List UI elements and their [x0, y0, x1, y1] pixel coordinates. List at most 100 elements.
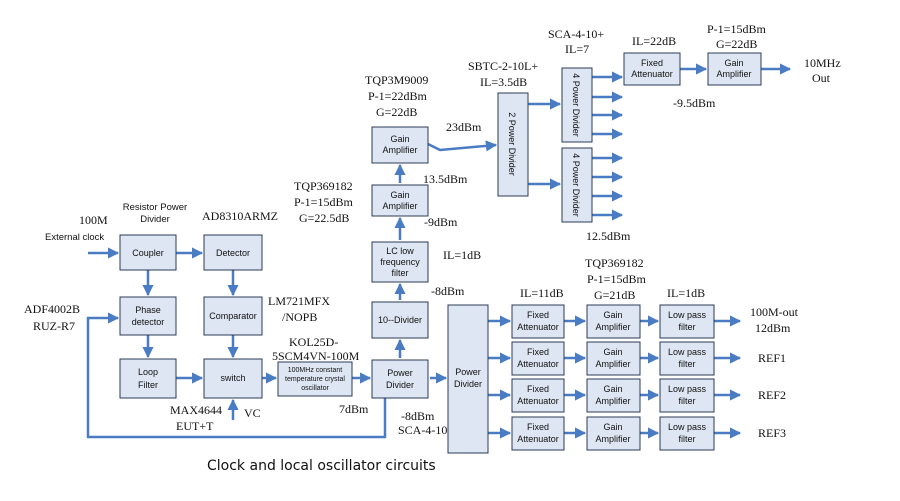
annotations: 100M External clock Resistor Power Divid… [24, 22, 841, 440]
fixed-att-2-label-1: Fixed [527, 347, 549, 357]
vc-label: VC [244, 406, 261, 420]
loop-filter-label-1: Loop [138, 367, 158, 377]
lpf-3-label-1: Low pass [668, 384, 707, 394]
tqp3m9009-label-2: P-1=22dBm [368, 89, 427, 103]
m8dbm-low-label: -8dBm [401, 409, 435, 423]
loop-filter-block: Loop Filter [119, 358, 177, 399]
channel-row-1: Fixed Attenuator Gain Amplifier Low pass… [511, 304, 715, 339]
phase-detector-label-2: detector [132, 317, 165, 327]
fixed-att-2-label-2: Attenuator [517, 359, 559, 369]
p1-15-label: P-1=15dBm [707, 22, 766, 36]
il1db-label: IL=1dB [443, 248, 481, 262]
phase-detector-label-1: Phase [135, 305, 161, 315]
divider-10-block: 10--Divider [371, 301, 429, 339]
lpf-1-label-1: Low pass [668, 310, 707, 320]
gain-amp-3-label-1: Gain [603, 384, 622, 394]
resistor-pd-label-1: Resistor Power [123, 202, 187, 213]
lc-filter-label-1: LC low [386, 246, 414, 256]
power-divider-right-block: Power Divider [447, 304, 489, 454]
four-pd-bottom-label: 4 Power Divider [571, 153, 581, 217]
lpf-4-label-2: filter [678, 434, 695, 444]
fixed-att-top-label-1: Fixed [641, 58, 663, 68]
comparator-label: Comparator [209, 311, 257, 321]
two-power-divider-block: 2 Power Divider [497, 92, 529, 197]
signal-wires [86, 63, 792, 439]
lpf-2-label-2: filter [678, 359, 695, 369]
fixed-att-top-label-2: Attenuator [631, 69, 673, 79]
fixed-att-top-block: Fixed Attenuator [623, 52, 681, 86]
gain-amp-lower-label-1: Gain [390, 190, 409, 200]
gain-amp-top-block: Gain Amplifier [707, 52, 762, 86]
gain-amp-4-label-2: Amplifier [595, 434, 630, 444]
g22-label: G=22dB [716, 37, 757, 51]
detector-block: Detector [203, 234, 263, 271]
tqp369182-a-label-3: G=22.5dB [299, 211, 349, 225]
divider-10-label: 10--Divider [378, 315, 422, 325]
il22db-label: IL=22dB [632, 34, 676, 48]
lpf-2-label-1: Low pass [668, 347, 707, 357]
tqp369182-a-label-2: P-1=15dBm [294, 195, 353, 209]
tqp3m9009-label-1: TQP3M9009 [365, 73, 428, 87]
gain-amp-4-label-1: Gain [603, 422, 622, 432]
gain-amp-3-label-2: Amplifier [595, 396, 630, 406]
ad8310-label: AD8310ARMZ [202, 209, 278, 223]
out100m-label-2: 12dBm [755, 321, 791, 335]
gain-amp-2-label-2: Amplifier [595, 359, 630, 369]
ocxo-label-3: oscillator [301, 385, 329, 392]
gain-amp-upper-block: Gain Amplifier [371, 126, 429, 164]
7dbm-label: 7dBm [339, 402, 369, 416]
gain-amp-upper-label-2: Amplifier [382, 145, 417, 155]
ext-clock-freq-label: 100M [79, 213, 108, 227]
kol25d-label-1: KOL25D- [289, 335, 338, 349]
kol25d-label-2: 5SCM4VN-100M [272, 349, 360, 363]
adf4002-label-2: RUZ-R7 [33, 319, 75, 333]
diagram-caption: Clock and local oscillator circuits [207, 458, 436, 474]
m8dbm-div-label: -8dBm [431, 284, 465, 298]
lm721-label-1: LM721MFX [268, 294, 330, 308]
coupler-label: Coupler [132, 248, 164, 258]
switch-block: switch [203, 358, 263, 399]
sca410-top-label-1: SCA-4-10+ [548, 27, 604, 41]
four-pd-top-label: 4 Power Divider [571, 73, 581, 137]
sbtc-label-1: SBTC-2-10L+ [468, 59, 538, 73]
fixed-att-4-label-2: Attenuator [517, 434, 559, 444]
phase-detector-block: Phase detector [119, 296, 177, 336]
tqp369182-a-label-1: TQP369182 [294, 179, 353, 193]
sbtc-label-2: IL=3.5dB [480, 75, 527, 89]
two-power-divider-label: 2 Power Divider [507, 112, 517, 176]
ref1-label: REF1 [758, 351, 786, 365]
power-divider-main-label-2: Divider [386, 380, 414, 390]
channel-row-2: Fixed Attenuator Gain Amplifier Low pass… [511, 341, 715, 376]
power-divider-right-label-2: Divider [454, 379, 482, 389]
ocxo-label-1: 100MHz constant [288, 367, 343, 374]
switch-label: switch [220, 373, 245, 383]
lpf-4-label-1: Low pass [668, 422, 707, 432]
gain-amp-top-label-1: Gain [724, 58, 743, 68]
out10m-label-2: Out [812, 71, 831, 85]
lc-filter-block: LC low frequency filter [371, 241, 429, 283]
tqp3m9009-label-3: G=22dB [376, 105, 417, 119]
ocxo-label-2: temperature crystal [285, 376, 345, 383]
lpf-3-label-2: filter [678, 396, 695, 406]
detector-label: Detector [216, 248, 250, 258]
gain-amp-2-label-1: Gain [603, 347, 622, 357]
fixed-att-4-label-1: Fixed [527, 422, 549, 432]
power-divider-main-label-1: Power [387, 368, 413, 378]
out10m-label-1: 10MHz [804, 56, 841, 70]
ref3-label: REF3 [758, 426, 786, 440]
tqp369182-b-label-2: P-1=15dBm [587, 272, 646, 286]
power-divider-main-block: Power Divider [371, 359, 429, 399]
gain-amp-1-label-1: Gain [603, 310, 622, 320]
lpf-1-label-2: filter [678, 322, 695, 332]
ref2-label: REF2 [758, 388, 786, 402]
tqp369182-b-label-3: G=21dB [594, 288, 635, 302]
adf4002-label-1: ADF4002B [24, 302, 80, 316]
four-pd-top-block: 4 Power Divider [561, 67, 593, 143]
gain-amp-1-label-2: Amplifier [595, 322, 630, 332]
out100m-label-1: 100M-out [750, 305, 799, 319]
max4644-label-1: MAX4644 [170, 403, 222, 417]
gain-amp-lower-label-2: Amplifier [382, 201, 417, 211]
12-5dbm-label: 12.5dBm [586, 229, 631, 243]
power-divider-right-label-1: Power [455, 367, 481, 377]
